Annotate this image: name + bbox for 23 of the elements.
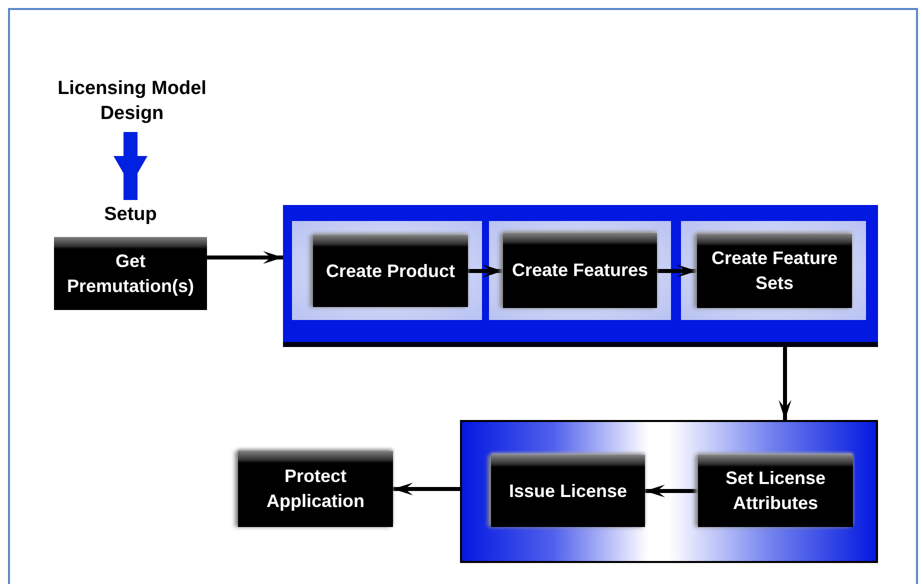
process-box [503, 233, 657, 308]
process-box [313, 235, 468, 307]
process-box [491, 455, 645, 527]
box-label: Create Features [512, 259, 648, 282]
box-label: Create Product [326, 260, 456, 282]
box-label: Issue License [508, 480, 628, 502]
stage-label: Licensing Model Design [40, 76, 224, 132]
stage-band [283, 205, 878, 347]
box-label: Create Feature Sets [710, 247, 839, 295]
arrow [778, 347, 792, 420]
box-label: Set License Attributes [724, 467, 827, 515]
arrow [207, 251, 283, 264]
box-label: Get Premutation(s) [66, 250, 195, 298]
process-box [697, 234, 852, 308]
arrow [393, 482, 460, 496]
box-label: Protect Application [266, 465, 366, 513]
arrow [657, 264, 697, 278]
process-box [238, 451, 393, 527]
arrow [645, 484, 698, 498]
process-box [698, 455, 853, 527]
stage-band [460, 420, 878, 563]
box-heading: Setup [104, 203, 157, 227]
arrow [468, 264, 503, 278]
